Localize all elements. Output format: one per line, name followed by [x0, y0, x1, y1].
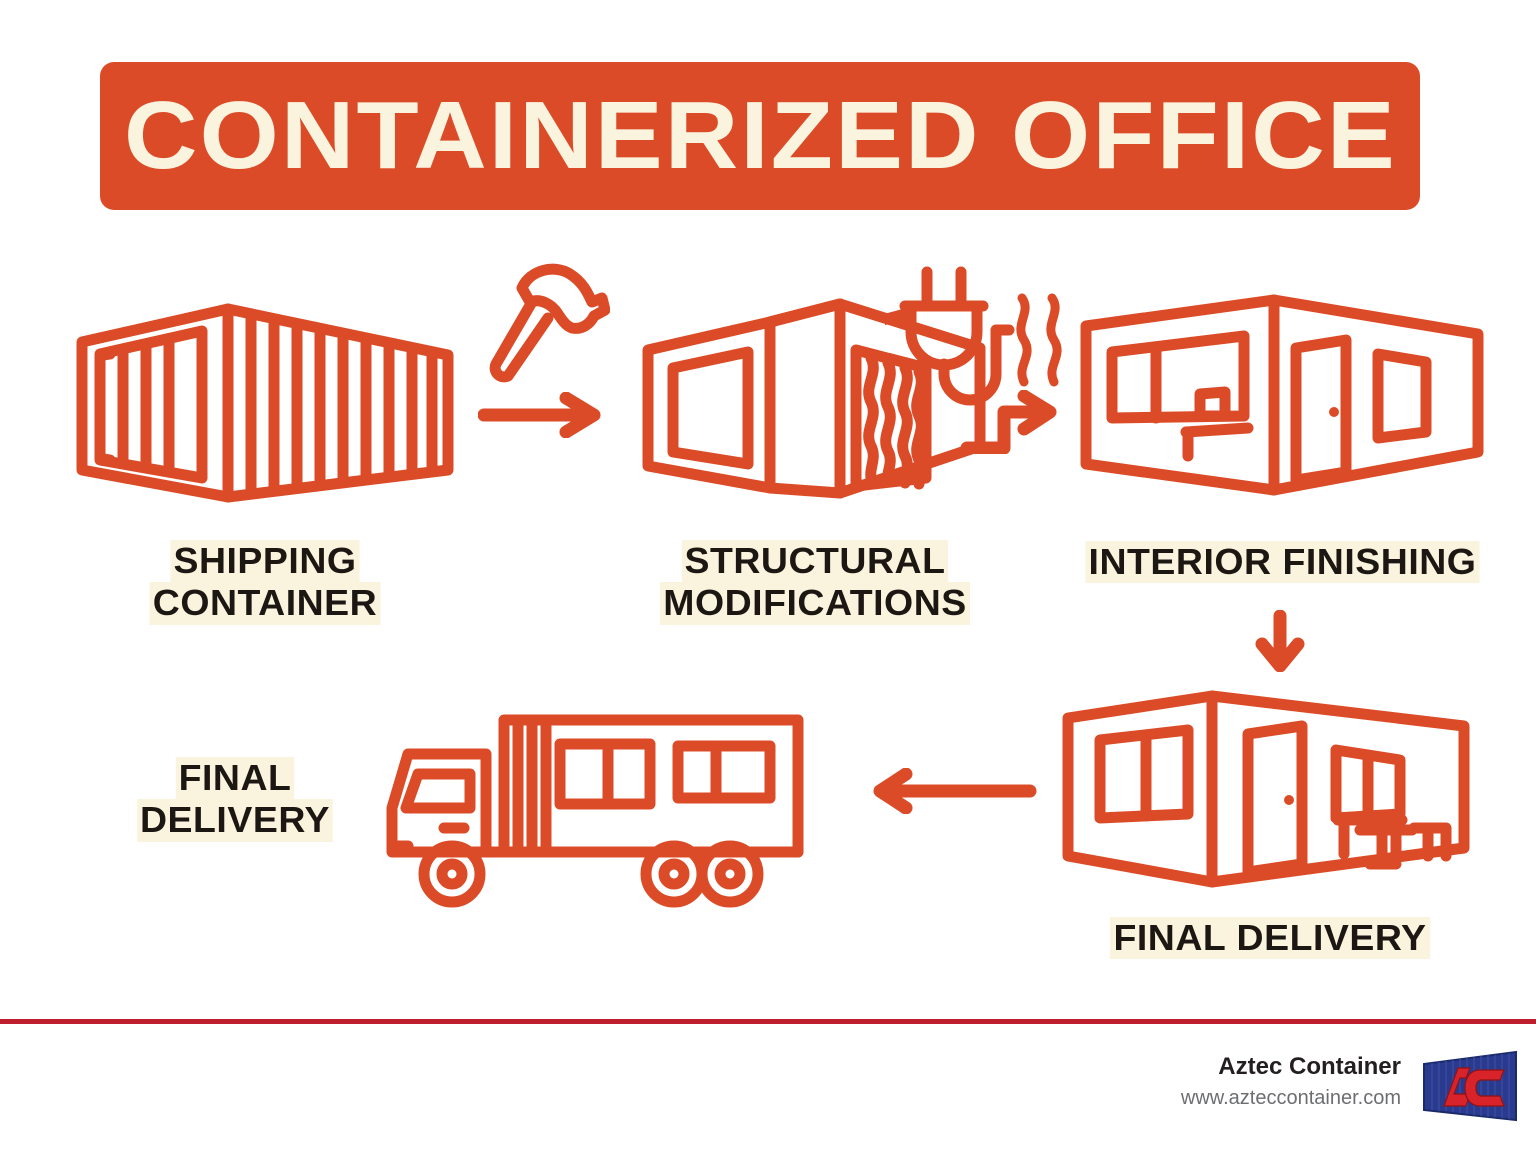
delivery-truck-icon: [386, 714, 804, 908]
label-final-delivery-truck-line1: FINAL: [175, 757, 295, 800]
arrow-down-icon: [1255, 610, 1305, 672]
brand-name: Aztec Container: [1218, 1053, 1401, 1080]
label-final-delivery-office: FINAL DELIVERY: [1052, 917, 1489, 960]
label-final-delivery-truck: FINAL DELIVERY: [100, 757, 370, 842]
heat-waves-icon: [1016, 293, 1062, 387]
label-interior-finishing-line1: INTERIOR FINISHING: [1085, 541, 1480, 584]
hammer-icon: [489, 263, 610, 383]
finished-office-icon: [1080, 294, 1484, 496]
furnished-office-icon: [1062, 690, 1470, 888]
label-structural-modifications-line1: STRUCTURAL: [681, 540, 949, 583]
label-structural-modifications-line2: MODIFICATIONS: [660, 582, 970, 625]
label-shipping-container-line1: SHIPPING: [170, 540, 360, 583]
arrow-right-2-icon: [960, 390, 1057, 454]
label-shipping-container-line2: CONTAINER: [149, 582, 381, 625]
footer-brand: Aztec Container www.azteccontainer.com: [1181, 1052, 1401, 1112]
label-shipping-container: SHIPPING CONTAINER: [104, 540, 426, 625]
label-interior-finishing: INTERIOR FINISHING: [1067, 541, 1499, 584]
arrow-right-1-icon: [478, 392, 601, 438]
brand-url[interactable]: www.azteccontainer.com: [1180, 1087, 1401, 1109]
arrow-left-icon: [873, 768, 1037, 814]
footer-divider: [0, 1019, 1536, 1024]
shipping-container-icon: [76, 303, 454, 503]
aztec-container-logo[interactable]: [1418, 1048, 1522, 1126]
label-final-delivery-office-line1: FINAL DELIVERY: [1110, 917, 1430, 960]
label-structural-modifications: STRUCTURAL MODIFICATIONS: [607, 540, 1023, 625]
label-final-delivery-truck-line2: DELIVERY: [136, 799, 334, 842]
power-plug-icon: [885, 266, 1015, 406]
page-title: CONTAINERIZED OFFICE: [123, 82, 1397, 189]
title-banner: CONTAINERIZED OFFICE: [100, 62, 1420, 210]
